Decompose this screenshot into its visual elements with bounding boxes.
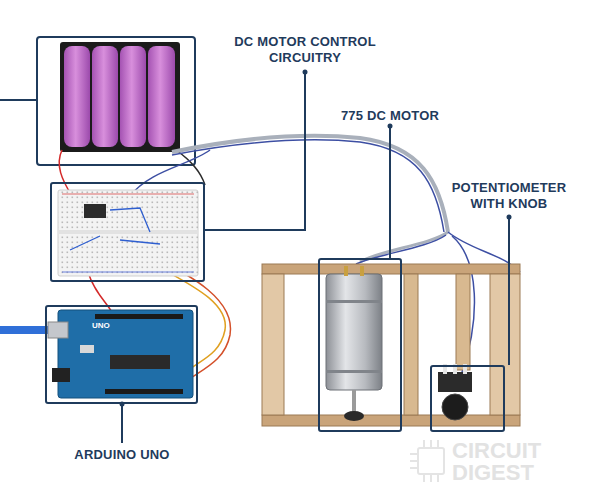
frame-board [262,274,284,415]
cable-bundle [172,136,448,232]
leader-dot [120,402,125,407]
driver-module [84,204,106,218]
leader-dot [507,215,512,220]
frame-board [456,274,470,370]
motor-band [326,370,382,373]
watermark-icon [418,448,444,474]
callout-box: ARDUINO UNO [45,305,198,404]
usb-port [48,322,68,338]
leader-dot [303,70,308,75]
callout-box: POTENTIOMETER WITH KNOB [430,365,505,432]
callout-box [37,37,195,165]
watermark-icon [410,440,444,482]
callout-label: DC MOTOR CONTROL CIRCUITRY [230,34,380,66]
frame-board [262,264,520,274]
cable-bundle [172,140,444,232]
signal-wire [130,150,210,196]
battery-cell [64,46,90,147]
leader-line [205,72,305,230]
leader-line [389,126,391,258]
callout-label: 775 DC MOTOR [325,108,455,124]
power-jack [52,368,70,382]
leader-line [508,217,510,365]
callout-box: DC MOTOR CONTROL CIRCUITRY [50,182,205,282]
motor-band [326,300,382,303]
leader-line [0,99,37,101]
board-marking: UNO [92,321,132,331]
pot-body [438,372,472,392]
callout-label: ARDUINO UNO [52,447,192,463]
watermark-icon [410,440,438,482]
motor-pulley [344,411,364,421]
battery-cell [120,46,146,147]
frame-board [490,274,520,415]
watermark: CIRCUIT DIGEST [452,440,582,484]
pin-header [105,389,183,394]
breadboard-groove [58,230,198,234]
power-rail [62,272,194,273]
battery-cell [148,46,175,147]
frame-board [262,415,520,426]
crystal [80,345,94,353]
microcontroller-chip [110,355,170,369]
pin-header [95,314,183,319]
pot-wire [452,236,474,372]
arduino-board [58,310,193,398]
motor-terminal [344,266,348,276]
power-wire [59,150,72,196]
breadboard-holes [58,190,198,276]
battery-holder [60,42,180,152]
callout-box: 775 DC MOTOR [318,258,402,432]
callout-label: POTENTIOMETER WITH KNOB [449,180,569,212]
frame-board [404,274,418,415]
leader-line [121,404,123,443]
pot-knob [442,394,468,420]
power-rail [62,194,194,195]
jumper-wire [70,208,160,250]
breadboard [58,190,198,276]
motor-terminal [360,266,364,276]
battery-cell [92,46,118,147]
motor-body [326,274,382,390]
leader-dot [388,124,393,129]
